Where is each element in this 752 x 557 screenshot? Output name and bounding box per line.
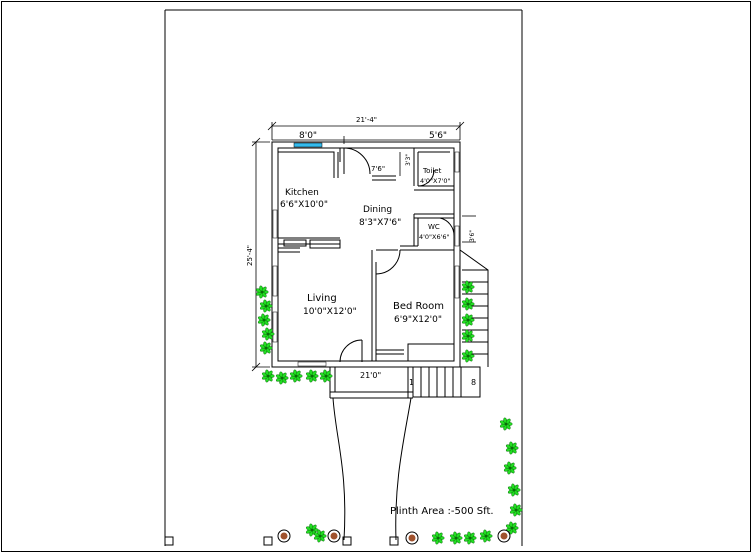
plant-pot-soil-icon — [330, 532, 338, 540]
dining-size: 8'3"X7'6" — [359, 218, 401, 228]
bedroom-size: 6'9"X12'0" — [394, 315, 442, 325]
toilet-name: Toilet — [422, 167, 442, 175]
right-width-label: 5'6" — [429, 131, 447, 141]
windows — [272, 142, 460, 367]
bedroom-window — [454, 265, 460, 299]
kitchen-side-window — [272, 209, 278, 239]
doors — [339, 147, 455, 363]
shrub-icon — [305, 369, 319, 383]
shrub-icon — [499, 417, 513, 431]
toilet-size: 4'0"X7'0" — [420, 177, 451, 185]
living-side-window-2 — [272, 311, 278, 343]
living-size: 10'0"X12'0" — [303, 307, 357, 317]
shrub-icon — [289, 369, 303, 383]
wc-name: WC — [428, 223, 440, 231]
shrub-icon — [503, 461, 517, 475]
shrub-icon — [463, 531, 477, 545]
kitchen-size: 6'6"X10'0" — [280, 200, 328, 210]
plot-boundary — [164, 9, 523, 546]
shrub-icon — [259, 299, 273, 313]
shrub-icon — [509, 503, 523, 517]
shrub-icon — [261, 327, 275, 341]
dining-name: Dining — [363, 205, 392, 215]
plant-pot-soil-icon — [408, 534, 416, 542]
small-dimension-1: 7'6" — [371, 165, 385, 173]
shrub-icon — [505, 521, 519, 535]
shrub-icon — [461, 297, 475, 311]
plant-pot-soil-icon — [280, 532, 288, 540]
side-dimension-label: 3'6" — [469, 230, 476, 242]
shrub-icon — [461, 313, 475, 327]
shrub-icon — [305, 523, 319, 537]
shrub-icon — [275, 371, 289, 385]
overall-depth-label: 25'-4" — [246, 245, 254, 266]
shrub-icon — [505, 441, 519, 455]
bedroom-name: Bed Room — [393, 301, 444, 312]
shrub-icon — [319, 369, 333, 383]
living-name: Living — [307, 293, 337, 304]
wc-window — [454, 225, 460, 247]
shrub-icon — [507, 483, 521, 497]
interior-walls — [278, 148, 455, 399]
dimension-lines — [251, 121, 476, 372]
kitchen-window — [293, 142, 323, 148]
plant-pot-soil-icon — [500, 532, 508, 540]
shrub-icon — [261, 369, 275, 383]
landscape-plants — [255, 280, 523, 545]
bottom-dimension-label: 21'0" — [360, 371, 381, 380]
plinth-area-note: Plinth Area :-500 Sft. — [390, 506, 494, 517]
left-width-label: 8'0" — [299, 131, 317, 141]
shrub-icon — [479, 529, 493, 543]
kitchen-name: Kitchen — [285, 188, 319, 198]
stair-step-first: 1 — [409, 378, 414, 387]
shrub-icon — [257, 313, 271, 327]
shrub-icon — [461, 349, 475, 363]
shrub-icon — [461, 280, 475, 294]
small-dimension-2: 3'3" — [405, 154, 412, 166]
living-front-window — [297, 361, 327, 367]
shrub-icon — [255, 285, 269, 299]
overall-width-label: 21'-4" — [356, 116, 377, 124]
toilet-window — [454, 151, 460, 173]
shrub-icon — [449, 531, 463, 545]
shrub-icon — [259, 341, 273, 355]
shrub-icon — [313, 529, 327, 543]
outer-walls — [271, 141, 461, 368]
shrub-icon — [461, 329, 475, 343]
stair-step-last: 8 — [471, 378, 476, 387]
wc-size: 4'0"X6'6" — [419, 233, 450, 241]
walkway — [332, 397, 412, 541]
living-side-window — [272, 265, 278, 297]
shrub-icon — [431, 531, 445, 545]
